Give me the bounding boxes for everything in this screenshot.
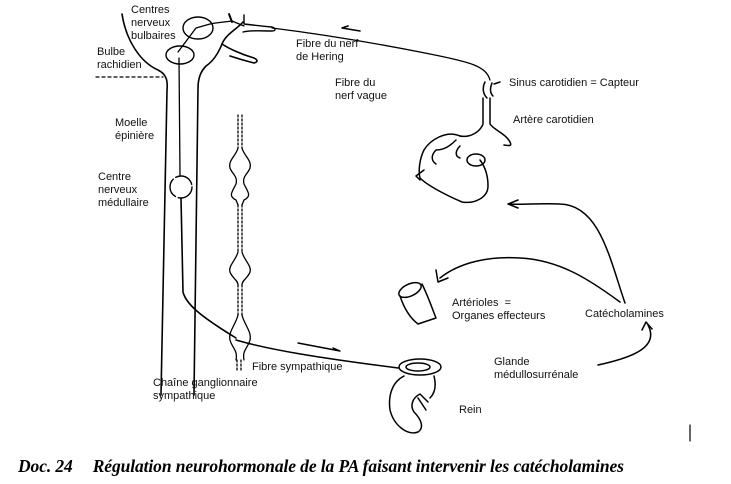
label-rein: Rein xyxy=(459,404,482,416)
label-centre-medullaire: Centre nerveux médullaire xyxy=(98,171,149,209)
label-sinus-carotidien: Sinus carotidien = Capteur xyxy=(509,77,639,89)
descending-fiber xyxy=(178,57,181,176)
label-fibre-sympathique: Fibre sympathique xyxy=(252,361,343,373)
preganglionic-fiber xyxy=(180,197,237,339)
arrow-to-heart xyxy=(509,202,626,304)
sympathetic-arrow xyxy=(297,342,341,352)
centre-medullaire-circle xyxy=(169,175,193,199)
figure-caption: Doc. 24 Régulation neurohormonale de la P… xyxy=(18,456,624,477)
carotid-artery xyxy=(459,81,512,147)
bulbar-connection-fiber xyxy=(177,20,245,53)
heart-drawing xyxy=(415,133,489,204)
arteriole-drawing xyxy=(398,281,437,325)
label-moelle-epiniere: Moelle épinière xyxy=(115,117,155,142)
hering-arrow xyxy=(341,25,361,32)
sympathetic-fiber xyxy=(235,339,399,369)
arrow-to-arterioles-head xyxy=(435,269,449,283)
label-arterioles: Artérioles = Organes effecteurs xyxy=(452,297,546,322)
arrow-to-heart-head xyxy=(507,199,519,209)
label-fibre-hering: Fibre du nerf de Hering xyxy=(296,38,359,63)
label-glande-medullosurrenale: Glande médullosurrénale xyxy=(494,356,579,381)
arrow-adrenal-head xyxy=(641,321,653,331)
sympathetic-chain xyxy=(229,114,251,373)
spinal-cord-outline xyxy=(121,13,276,396)
label-artere-carotidien: Artère carotidien xyxy=(513,114,594,126)
arrow-adrenal-to-catecholamines xyxy=(597,324,652,366)
arrow-to-arterioles xyxy=(439,256,621,303)
caption-doc-number: Doc. 24 xyxy=(18,456,73,476)
label-fibre-vague: Fibre du nerf vague xyxy=(335,77,387,102)
caption-title: Régulation neurohormonale de la PA faisa… xyxy=(92,456,624,476)
label-centres-bulbaires: Centres nerveux bulbaires xyxy=(131,4,176,42)
label-bulbe-rachidien: Bulbe rachidien xyxy=(97,46,142,71)
centres-bulbaires-ellipse xyxy=(182,16,214,40)
label-catecholamines: Catécholamines xyxy=(585,308,664,320)
centre-bulbe-ellipse xyxy=(165,45,195,65)
hering-nerve-fiber xyxy=(271,27,491,81)
adrenal-kidney-drawing xyxy=(388,358,442,434)
label-chaine-ganglionnaire: Chaîne ganglionnaire sympathique xyxy=(153,377,258,402)
